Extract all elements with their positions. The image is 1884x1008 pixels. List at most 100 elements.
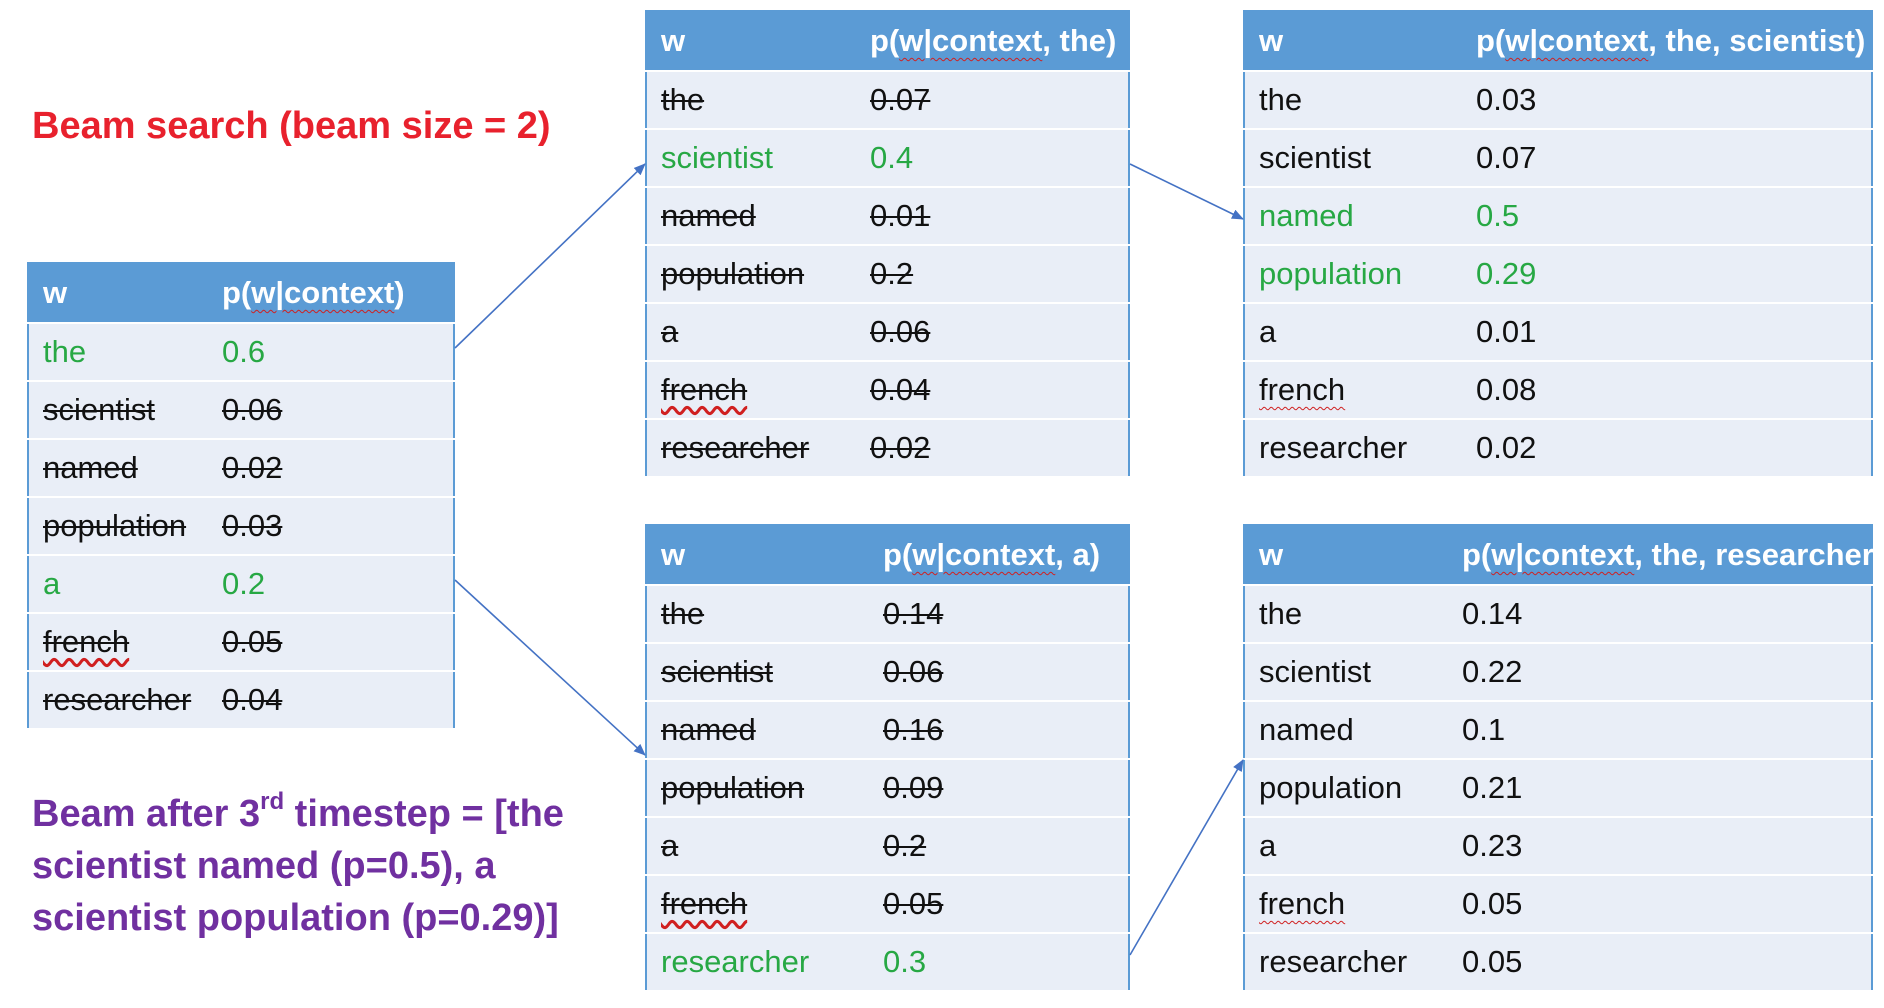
word-text: scientist (1259, 654, 1371, 689)
prob-cell: 0.03 (1476, 70, 1872, 130)
word-cell: french (646, 874, 883, 934)
word-text: researcher (661, 430, 810, 465)
table-row: named 0.1 (1244, 700, 1872, 760)
prob-cell: 0.2 (870, 244, 1129, 304)
word-text: french (1259, 372, 1346, 407)
table-row: scientist 0.22 (1244, 642, 1872, 702)
table-row: population 0.21 (1244, 758, 1872, 818)
prob-cell: 0.2 (222, 554, 454, 614)
prob-cell: 0.05 (222, 612, 454, 672)
word-cell: population (1244, 758, 1462, 818)
word-cell: french (1244, 874, 1462, 934)
word-text: french (661, 886, 748, 921)
word-text: a (1259, 314, 1277, 349)
header-w: w (646, 525, 883, 585)
prob-cell: 0.23 (1462, 816, 1872, 876)
word-cell: scientist (1244, 642, 1462, 702)
prob-cell: 0.21 (1462, 758, 1872, 818)
word-text: french (43, 624, 130, 659)
prob-cell: 0.22 (1462, 642, 1872, 702)
prob-cell: 0.29 (1476, 244, 1872, 304)
header-prob-wavy: w|context (912, 537, 1056, 572)
prob-cell: 0.3 (883, 932, 1129, 992)
word-text: french (661, 372, 748, 407)
table-header-row: w p(w|context, a) (646, 525, 1129, 585)
arrow-researcher-to-table (1129, 759, 1244, 956)
word-cell: scientist (646, 642, 883, 702)
table-row: french 0.05 (28, 612, 454, 672)
word-cell: population (28, 496, 222, 556)
word-text: the (661, 82, 705, 117)
beam-summary: Beam after 3rd timestep = [the scientist… (32, 788, 622, 944)
prob-cell: 0.05 (1462, 874, 1872, 934)
prob-cell: 0.1 (1462, 700, 1872, 760)
header-prob-wavy: w|context (1505, 23, 1649, 58)
word-cell: researcher (1244, 418, 1476, 478)
word-cell: named (646, 186, 870, 246)
header-prob-pre: p( (883, 537, 913, 572)
header-prob-pre: p( (222, 275, 252, 310)
header-prob: p(w|context, a) (883, 525, 1129, 585)
word-text: researcher (43, 682, 192, 717)
word-cell: a (1244, 302, 1476, 362)
word-cell: named (28, 438, 222, 498)
word-cell: a (28, 554, 222, 614)
word-cell: named (1244, 700, 1462, 760)
prob-cell: 0.09 (883, 758, 1129, 818)
table-row: french 0.05 (1244, 874, 1872, 934)
table-header-row: w p(w|context, the, scientist) (1244, 11, 1872, 71)
arrow-the-to-scientist (454, 163, 646, 349)
word-text: population (1259, 770, 1403, 805)
word-cell: french (1244, 360, 1476, 420)
prob-cell: 0.01 (870, 186, 1129, 246)
word-text: scientist (661, 140, 773, 175)
word-text: french (1259, 886, 1346, 921)
prob-cell: 0.4 (870, 128, 1129, 188)
word-text: named (1259, 712, 1354, 747)
header-prob-post: , a) (1055, 537, 1101, 572)
word-cell: the (646, 70, 870, 130)
header-w: w (28, 263, 222, 323)
table-row: researcher 0.04 (28, 670, 454, 730)
header-prob: p(w|context, the, scientist) (1476, 11, 1872, 71)
word-cell: the (1244, 70, 1476, 130)
header-w: w (1244, 525, 1462, 585)
word-cell: the (646, 584, 883, 644)
arrow-a-to-researcher (454, 579, 646, 756)
word-text: scientist (43, 392, 155, 427)
word-cell: researcher (646, 932, 883, 992)
word-text: a (1259, 828, 1277, 863)
word-cell: scientist (1244, 128, 1476, 188)
header-prob: p(w|context, the) (870, 11, 1129, 71)
word-text: the (43, 334, 87, 369)
header-w: w (1244, 11, 1476, 71)
word-text: the (661, 596, 705, 631)
word-text: population (43, 508, 187, 543)
prob-cell: 0.6 (222, 322, 454, 382)
header-prob: p(w|context) (222, 263, 454, 323)
table-header-row: w p(w|context, the, researcher) (1244, 525, 1884, 585)
word-text: scientist (1259, 140, 1371, 175)
word-cell: a (646, 816, 883, 876)
prob-cell: 0.04 (222, 670, 454, 730)
prob-cell: 0.04 (870, 360, 1129, 420)
header-prob-post: , the, researcher) (1634, 537, 1884, 572)
word-text: the (1259, 596, 1303, 631)
prob-cell: 0.05 (883, 874, 1129, 934)
word-cell: population (646, 244, 870, 304)
